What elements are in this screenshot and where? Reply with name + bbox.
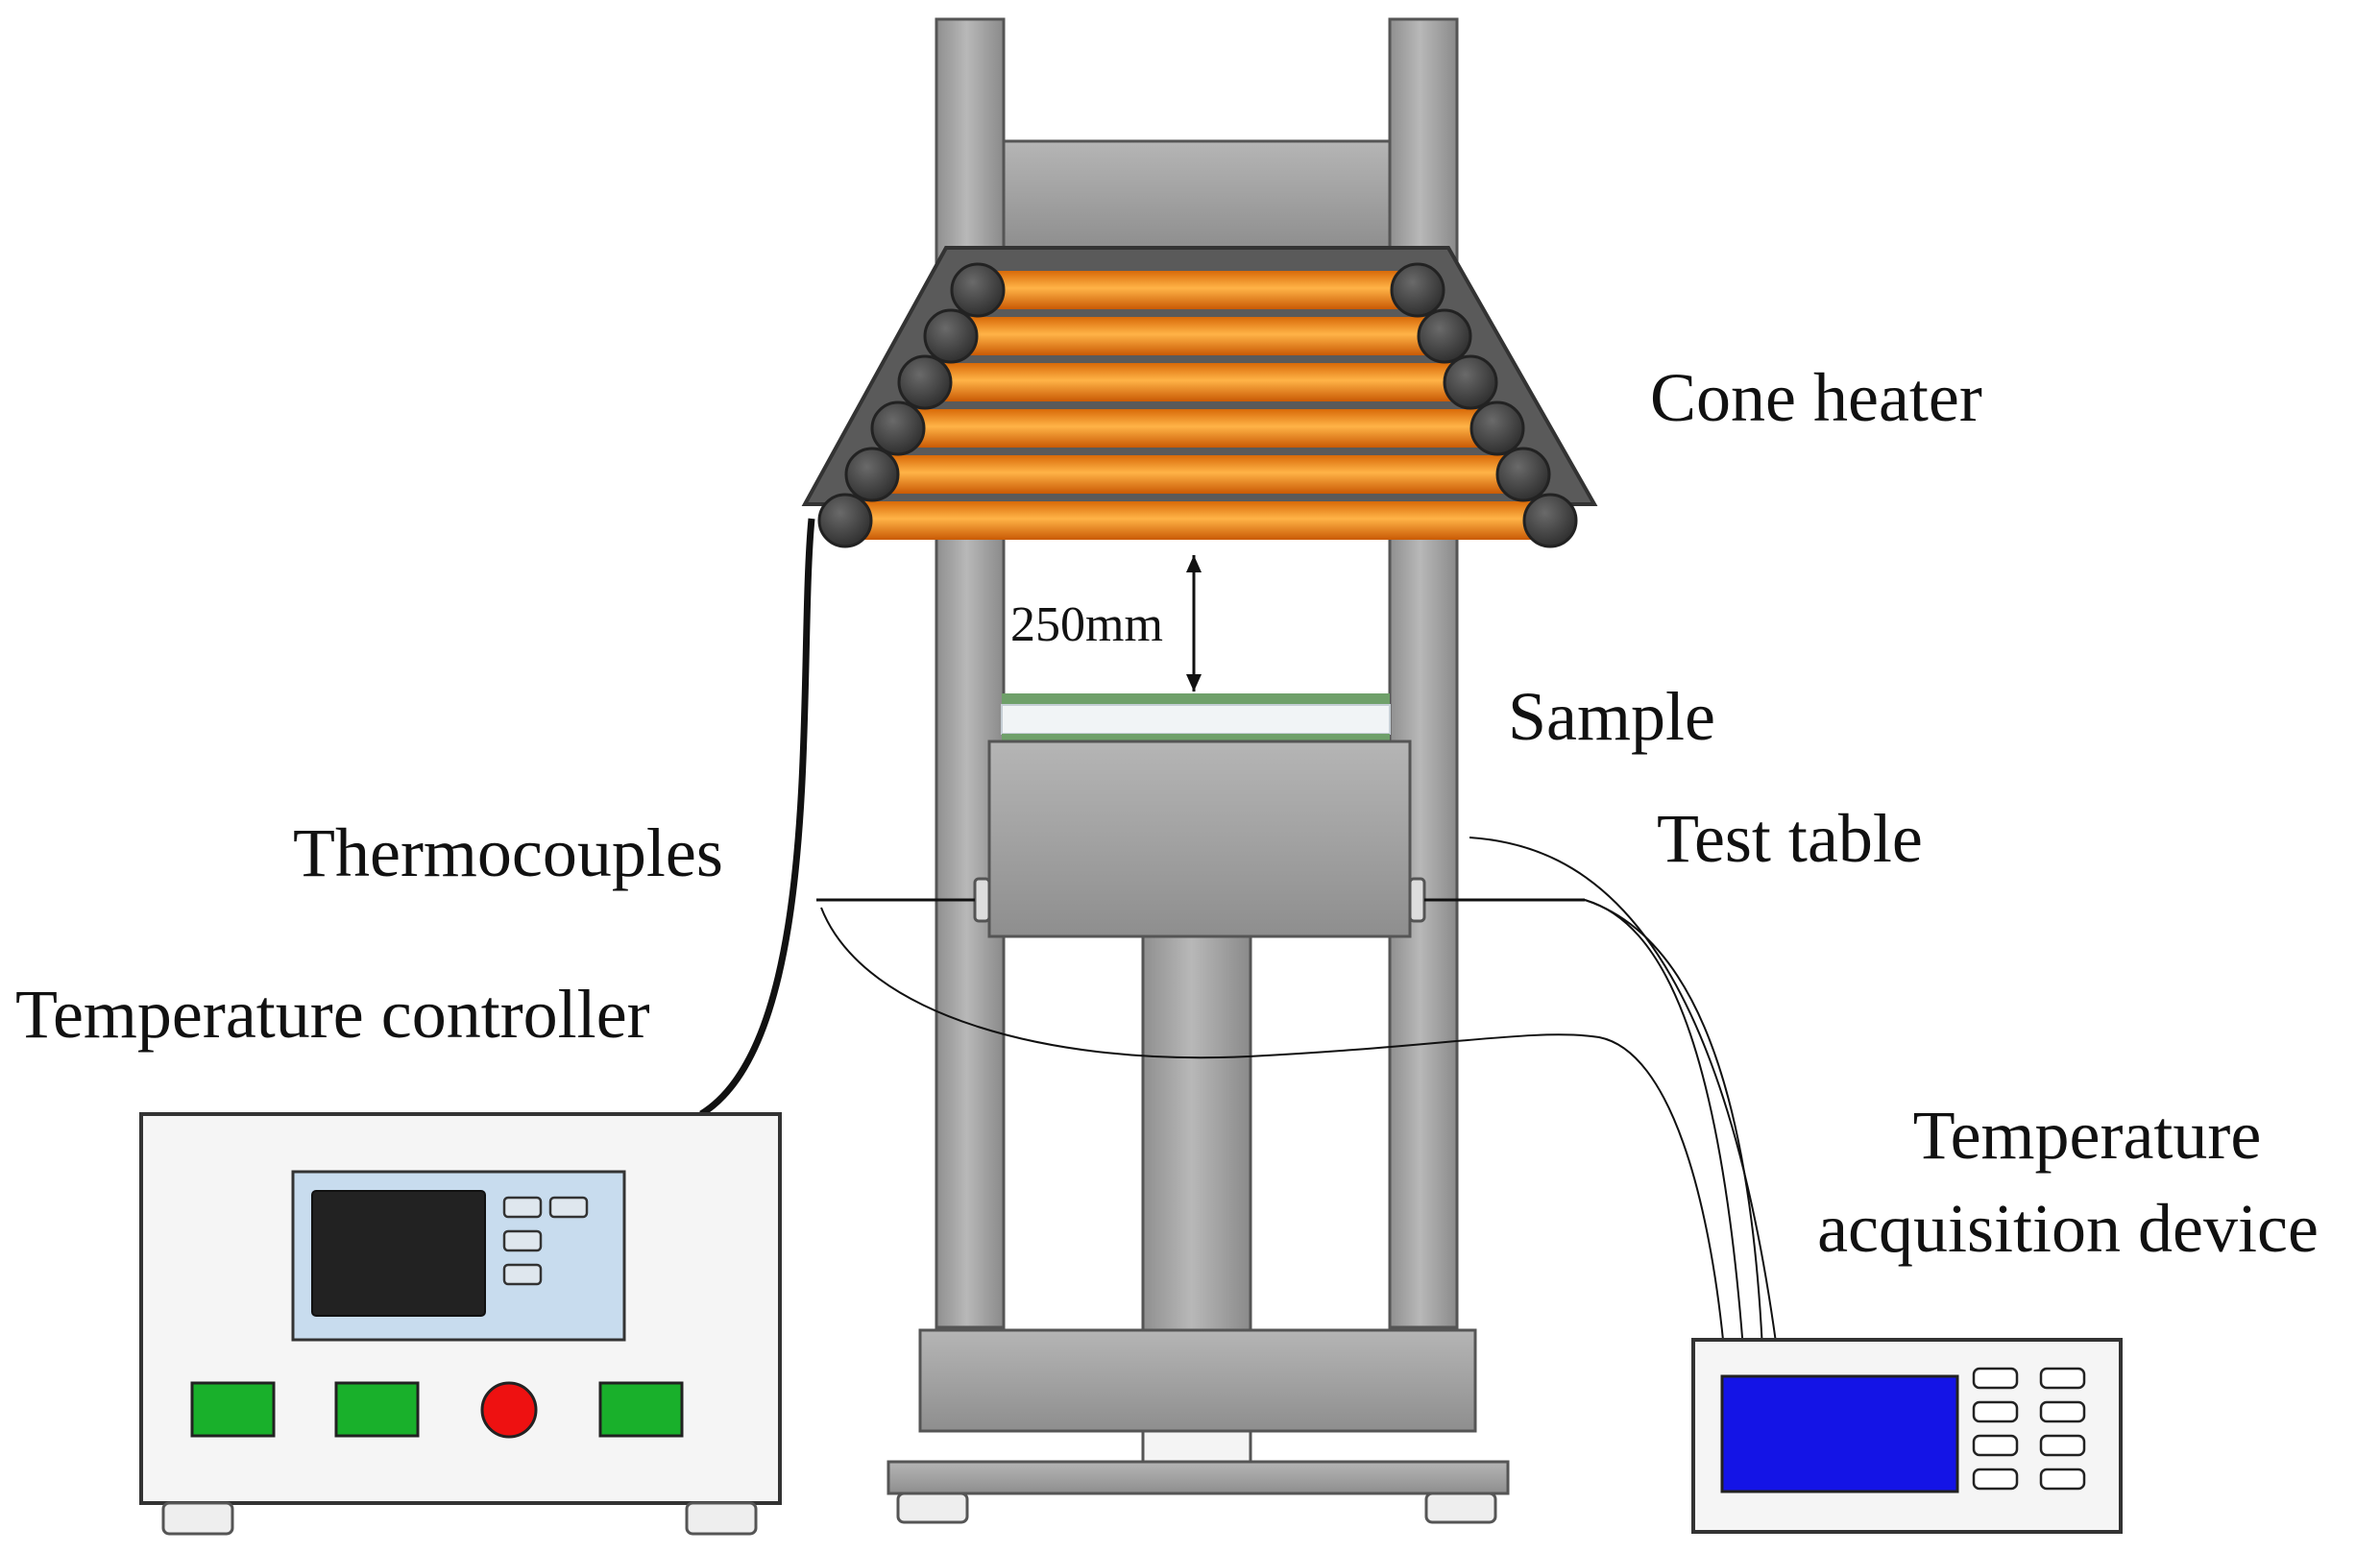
green-square-button-2 xyxy=(334,1381,420,1438)
cone-heater-label: Cone heater xyxy=(1650,359,1982,436)
heater-roller xyxy=(1469,400,1525,456)
sample-bottom-layer xyxy=(1002,734,1390,743)
distance-arrow-top xyxy=(1186,555,1202,572)
top-crossbar xyxy=(997,139,1395,251)
base-plate xyxy=(918,1328,1477,1433)
rounded-key xyxy=(2039,1434,2086,1457)
temperature-acquisition-device xyxy=(1691,1338,2123,1534)
heater-roller xyxy=(870,400,926,456)
heater-roller xyxy=(897,354,953,410)
controller-foot-left xyxy=(161,1501,234,1536)
heater-roller xyxy=(1417,308,1472,364)
heater-tube xyxy=(890,409,1505,448)
sample-label: Sample xyxy=(1508,678,1715,755)
rounded-key xyxy=(1972,1400,2019,1423)
table-thermocouple-lead xyxy=(1469,837,1778,1350)
frame-foot-left xyxy=(896,1492,969,1524)
rounded-key xyxy=(1972,1468,2019,1491)
distance-label: 250mm xyxy=(1010,597,1163,652)
labels: Cone heater Sample Test table Thermocoup… xyxy=(15,359,2319,1267)
thermocouple-lead-2 xyxy=(1584,899,1763,1350)
rounded-key xyxy=(2039,1367,2086,1390)
test-table xyxy=(973,740,1426,938)
heater-roller xyxy=(844,447,900,502)
heater-tube xyxy=(917,363,1478,401)
bottom-base xyxy=(886,1460,1510,1495)
sample-top-layer xyxy=(1002,693,1390,705)
sample xyxy=(1001,693,1391,743)
controller-display xyxy=(311,1190,486,1317)
heater-rollers-left xyxy=(817,262,1006,548)
temperature-controller-label: Temperature controller xyxy=(15,976,650,1053)
center-column xyxy=(1141,930,1252,1337)
thermocouples-label: Thermocouples xyxy=(293,814,723,891)
rounded-key xyxy=(2039,1468,2086,1491)
red-round-button xyxy=(480,1381,538,1439)
heater-roller xyxy=(1495,447,1551,502)
heater-roller xyxy=(1443,354,1498,410)
left-upright xyxy=(935,17,1006,1329)
wires xyxy=(699,518,1778,1350)
rounded-key xyxy=(1972,1434,2019,1457)
green-square-button-3 xyxy=(598,1381,684,1438)
base-shaft xyxy=(1141,1429,1252,1467)
heater-tube xyxy=(943,317,1452,355)
device-keypad xyxy=(1972,1367,2086,1491)
controller-foot-right xyxy=(685,1501,758,1536)
sample-core xyxy=(1001,704,1391,735)
heater-roller xyxy=(1390,262,1445,318)
test-table-body xyxy=(987,740,1412,938)
controller-key-2 xyxy=(548,1196,589,1219)
distance-arrow-bottom xyxy=(1186,674,1202,692)
controller-key-4 xyxy=(502,1263,543,1286)
green-square-button-1 xyxy=(190,1381,276,1438)
rounded-key xyxy=(2039,1400,2086,1423)
test-table-label: Test table xyxy=(1657,800,1923,877)
heater-power-cable xyxy=(699,518,815,1117)
thermocouple-loop-left xyxy=(820,907,1725,1350)
rounded-key xyxy=(1972,1367,2019,1390)
heater-tube xyxy=(838,501,1558,540)
acquisition-device-label-line2: acquisition device xyxy=(1817,1190,2319,1267)
heater-roller xyxy=(1522,493,1578,548)
right-upright xyxy=(1388,17,1459,1329)
heater-rollers-right xyxy=(1390,262,1578,548)
cone-heater xyxy=(801,246,1598,548)
heater-roller xyxy=(923,308,979,364)
heater-tube xyxy=(864,455,1531,494)
controller-key-3 xyxy=(502,1229,543,1252)
test-table-pin-left xyxy=(973,877,991,923)
controller-key-1 xyxy=(502,1196,543,1219)
device-screen xyxy=(1720,1374,1959,1493)
distance-indicator: 250mm xyxy=(1010,555,1202,692)
heater-roller xyxy=(817,493,873,548)
frame-foot-right xyxy=(1424,1492,1497,1524)
heater-tubes xyxy=(838,271,1558,540)
frame xyxy=(886,17,1510,1524)
thermocouple-lead-1 xyxy=(1584,899,1744,1350)
heater-roller xyxy=(950,262,1006,318)
test-table-pin-right xyxy=(1408,877,1426,923)
acquisition-device-label-line1: Temperature xyxy=(1913,1097,2262,1174)
temperature-controller xyxy=(139,1112,782,1536)
heater-tube xyxy=(970,271,1425,309)
